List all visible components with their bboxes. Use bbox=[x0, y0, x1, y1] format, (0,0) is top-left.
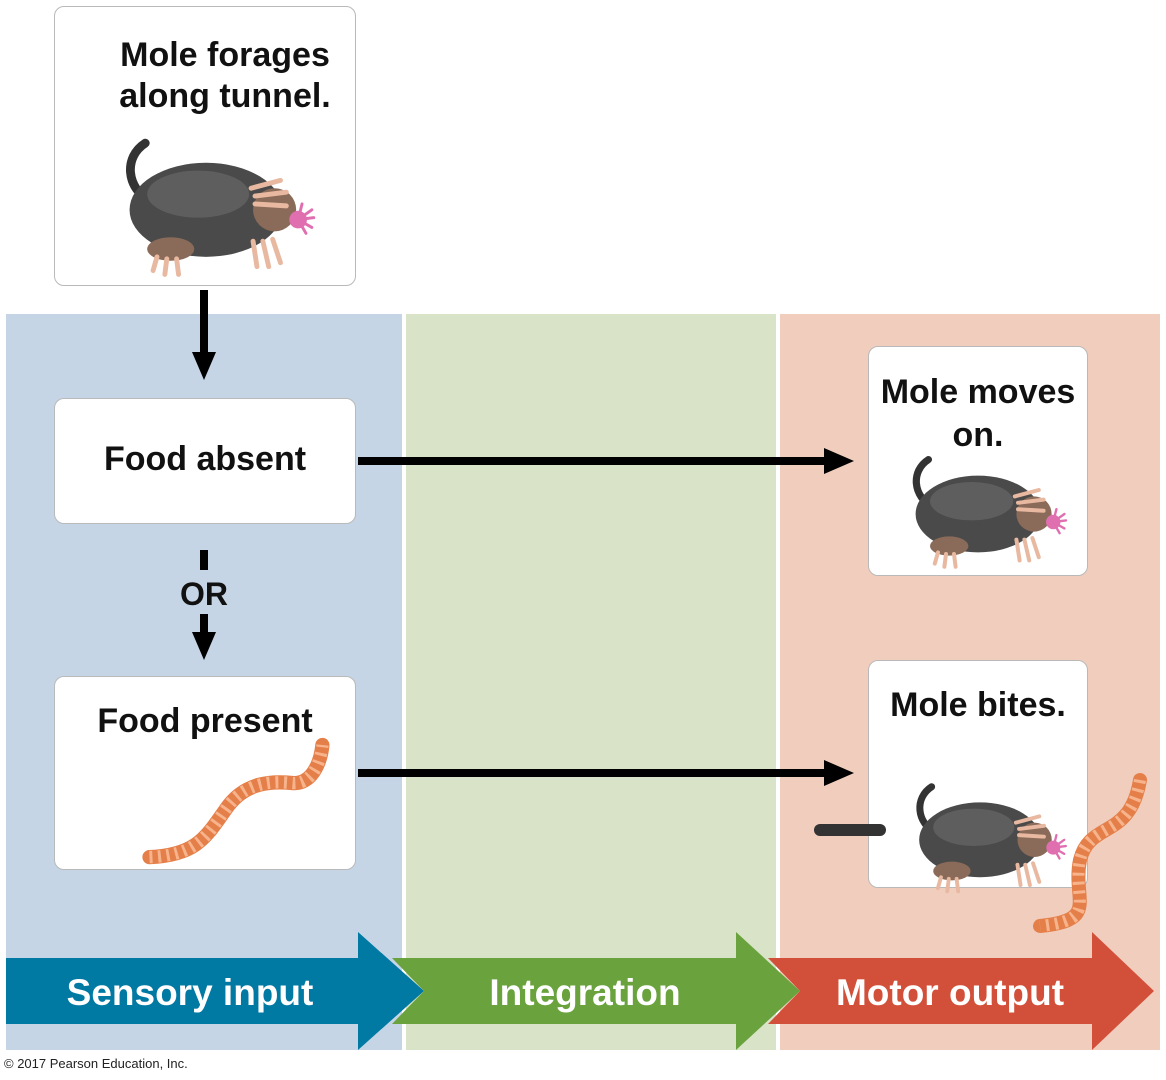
food-present-label: Food present bbox=[97, 702, 313, 740]
mole-icon bbox=[916, 460, 1066, 567]
integration-band-arrow bbox=[392, 932, 800, 1050]
motor-output-band-arrow bbox=[768, 932, 1154, 1050]
mole-forages-label: Mole forages along tunnel. bbox=[119, 36, 331, 115]
motor-output-label: Motor output bbox=[835, 972, 1065, 1013]
mole-forages-card: Mole forages along tunnel. bbox=[54, 6, 356, 286]
arrow-absent-to-moves-on bbox=[358, 448, 854, 474]
food-absent-card: Food absent bbox=[54, 398, 356, 524]
sensory-input-label: Sensory input bbox=[66, 972, 314, 1013]
copyright-notice: © 2017 Pearson Education, Inc. bbox=[4, 1056, 188, 1071]
sensory-input-band-arrow bbox=[6, 932, 424, 1050]
integration-label: Integration bbox=[489, 972, 681, 1013]
or-label: OR bbox=[180, 576, 228, 612]
integration-panel bbox=[406, 314, 776, 1050]
flow-arrow-or bbox=[192, 550, 216, 660]
flow-arrow-forage-to-stimulus bbox=[192, 290, 216, 380]
arrow-present-to-bites bbox=[358, 760, 854, 786]
mole-moves-on-card: Mole moves on. bbox=[868, 346, 1088, 576]
mole-moves-on-label: Mole moves on. bbox=[880, 373, 1076, 454]
earthworm-icon bbox=[150, 745, 323, 857]
food-absent-label: Food absent bbox=[103, 440, 307, 478]
mole-bites-label: Mole bites. bbox=[890, 686, 1066, 724]
mole-icon bbox=[130, 143, 314, 274]
mole-biting-worm-icon bbox=[814, 773, 1147, 933]
